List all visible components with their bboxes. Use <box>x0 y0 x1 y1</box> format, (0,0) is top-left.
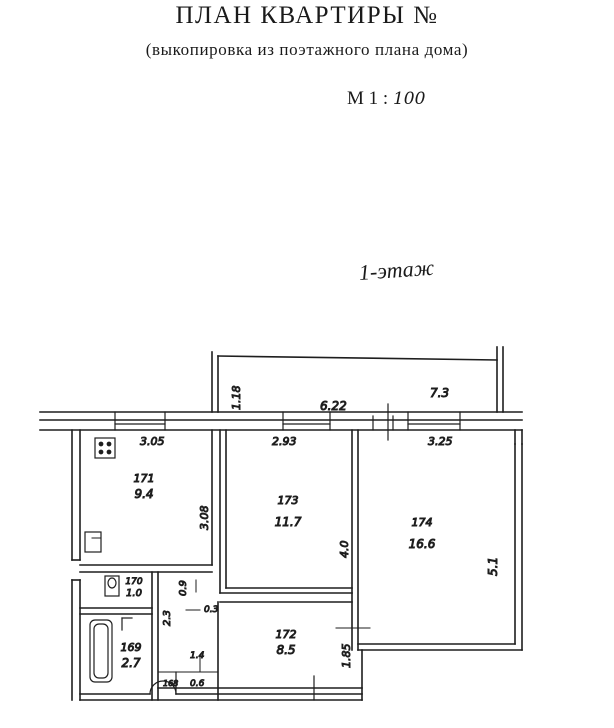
room-169-area: 2.7 <box>121 656 140 670</box>
room-171-area: 9.4 <box>134 487 153 501</box>
left-wall <box>71 429 81 701</box>
dim-balcony-depth: 1.18 <box>230 386 243 411</box>
room-174-area: 16.6 <box>409 537 436 551</box>
room-169-id: 169 <box>121 641 142 654</box>
room-173-id: 173 <box>278 494 299 507</box>
dim-168: 168 <box>163 679 178 688</box>
dim-kitchen-depth: 3.08 <box>198 506 211 531</box>
dim-balcony-length: 6.22 <box>320 399 347 413</box>
dim-room173-width: 2.93 <box>272 435 297 448</box>
room-174-id: 174 <box>412 516 433 529</box>
plan-subtitle: (выкопировка из поэтажного плана дома) <box>145 40 469 59</box>
room-170-id: 170 <box>125 577 142 587</box>
room-173 <box>219 429 359 651</box>
dim-23: 2.3 <box>162 610 173 626</box>
dim-room174-depth: 5.1 <box>486 557 500 576</box>
scale-value: 100 <box>392 89 426 109</box>
scale-prefix: М 1 : <box>347 88 389 109</box>
dim-balcony-area: 7.3 <box>430 386 449 400</box>
dim-03: 0.3 <box>204 605 219 615</box>
room-172-area: 8.5 <box>276 643 295 657</box>
exterior-wall <box>39 411 523 445</box>
room-170-wc <box>104 575 120 597</box>
room-174 <box>357 443 523 651</box>
room-171-kitchen <box>79 429 213 566</box>
room-171-id: 171 <box>134 472 155 485</box>
dim-06: 0.6 <box>190 679 205 689</box>
room-172-id: 172 <box>276 628 297 641</box>
dim-kitchen-width: 3.05 <box>140 435 165 448</box>
dim-185: 1.85 <box>340 644 353 669</box>
dim-14: 1.4 <box>190 651 205 661</box>
dim-09: 0.9 <box>178 580 189 596</box>
room-169-bath <box>89 617 133 683</box>
room-173-area: 11.7 <box>275 515 302 529</box>
dim-room173-depth: 4.0 <box>338 541 351 559</box>
room-172-corridor <box>79 571 363 701</box>
dimension-ticks <box>157 579 371 673</box>
windows <box>114 403 461 441</box>
balcony <box>211 346 504 413</box>
plan-title: ПЛАН КВАРТИРЫ № <box>175 2 439 29</box>
scale-label: М 1 : 100 <box>347 88 425 110</box>
dim-room174-width: 3.25 <box>428 435 453 448</box>
room-170-area: 1.0 <box>126 588 142 599</box>
